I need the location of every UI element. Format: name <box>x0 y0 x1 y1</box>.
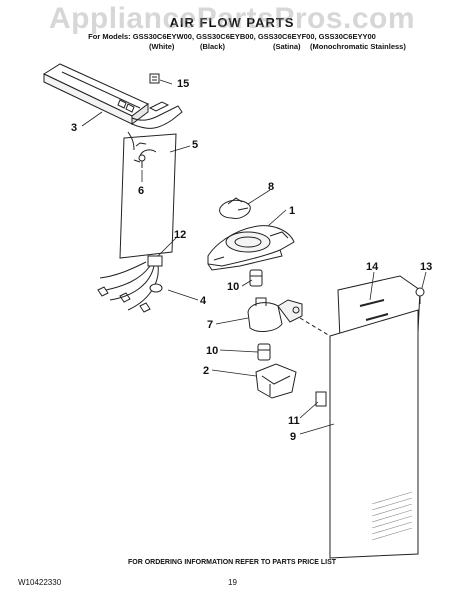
air-damper-assembly-part <box>207 197 295 271</box>
wire-harness-part <box>97 255 163 313</box>
callout-10-upper: 10 <box>227 281 239 293</box>
leader-lines <box>81 79 427 435</box>
rear-panel-cover-part <box>299 275 425 559</box>
variant-label-satina: (Satina) <box>273 42 301 51</box>
callout-3: 3 <box>71 122 77 134</box>
variant-label-black: (Black) <box>200 42 226 51</box>
callout-7: 7 <box>207 319 213 331</box>
page-number: 19 <box>228 578 237 587</box>
page-title: AIR FLOW PARTS <box>169 15 295 30</box>
callout-15: 15 <box>177 78 189 90</box>
callout-4: 4 <box>200 295 207 307</box>
document-number: W10422330 <box>18 578 62 587</box>
callout-14: 14 <box>366 261 379 273</box>
callout-8: 8 <box>268 181 274 193</box>
damper-motor-stack-part <box>247 269 303 399</box>
callout-5: 5 <box>192 139 198 151</box>
callout-1: 1 <box>289 205 295 217</box>
variant-label-white: (White) <box>149 42 175 51</box>
callout-2: 2 <box>203 365 209 377</box>
model-list: For Models: GSS30C6EYW00, GSS30C6EYB00, … <box>88 32 376 41</box>
callout-13: 13 <box>420 261 432 273</box>
callout-11: 11 <box>288 415 300 427</box>
foam-insulation-panel-part <box>119 131 177 259</box>
ordering-note: FOR ORDERING INFORMATION REFER TO PARTS … <box>127 559 337 566</box>
callout-9: 9 <box>290 431 296 443</box>
upper-duct-tray-part <box>42 63 183 129</box>
watermark-logo: AppliancePartsPros.com <box>48 2 416 35</box>
variant-label-stainless: (Monochromatic Stainless) <box>310 42 406 51</box>
callout-12: 12 <box>174 229 186 241</box>
callout-10-lower: 10 <box>206 345 218 357</box>
callout-6: 6 <box>138 185 144 197</box>
callout-numbers: 1 2 3 4 5 6 7 8 9 10 10 11 12 13 14 15 <box>71 78 432 443</box>
